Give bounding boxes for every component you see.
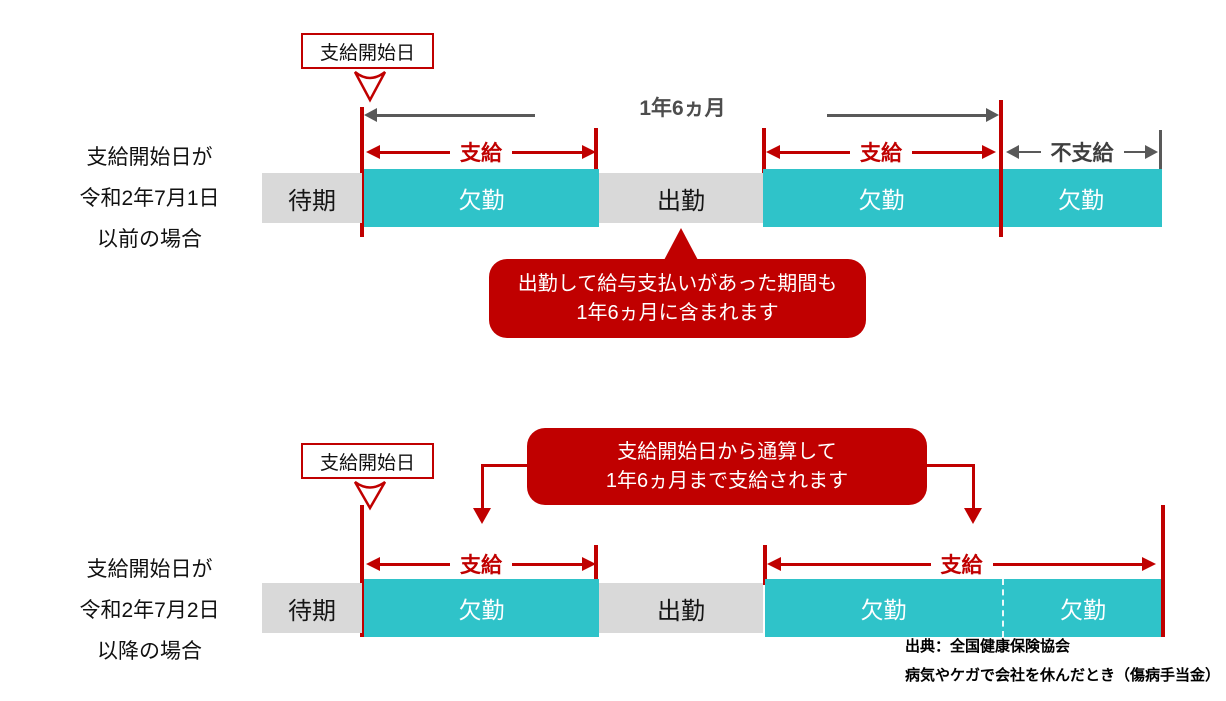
case1-duration-label: 1年6ヵ月 — [639, 97, 726, 120]
case1-duration-arrowhead-left-icon — [364, 108, 377, 122]
case1-pay1-end-tick — [594, 128, 598, 175]
case2-note-line1: 支給開始日から通算して — [617, 440, 837, 463]
case1-duration-arrowhead-right-icon — [986, 108, 999, 122]
case2-note-bubble: 支給開始日から通算して 1年6ヵ月まで支給されます — [527, 428, 927, 505]
case1-note-line2: 1年6ヵ月に含まれます — [576, 301, 779, 324]
case1-caption-line2: 令和2年7月1日 — [79, 187, 220, 210]
case1-start-line — [360, 107, 364, 237]
case2-connector-left-arrowhead-icon — [473, 508, 491, 524]
case1-segment-work: 出勤 — [599, 173, 763, 223]
case2-caption-line1: 支給開始日が — [86, 558, 213, 581]
source-line2: 病気やケガで会社を休んだとき（傷病手当金） — [905, 667, 1221, 684]
case1-caption-line1: 支給開始日が — [86, 146, 213, 169]
case1-limit-line — [999, 100, 1003, 237]
case2-pay2-start-tick — [763, 545, 767, 585]
case1-segment-absence-right: 欠勤 欠勤 — [763, 169, 1162, 227]
case2-segment-waiting: 待期 — [262, 583, 362, 633]
source-line1: 出典：全国健康保険協会 — [905, 638, 1071, 655]
case2-connector-left-h — [481, 464, 527, 467]
case1-pay1-label: 支給 — [460, 142, 502, 165]
arrowhead-right-icon — [1142, 557, 1156, 571]
case2-start-date-pointer-icon — [353, 480, 387, 511]
case1-duration-line-left — [376, 114, 535, 117]
case2-segment-work: 出勤 — [599, 583, 763, 633]
case2-pay1-end-tick — [594, 545, 598, 585]
case1-segment-absence1: 欠勤 — [364, 169, 599, 227]
case1-pay2-arrow: 支給 — [766, 139, 996, 165]
case2-pay1-label: 支給 — [460, 554, 502, 577]
arrowhead-right-icon — [982, 145, 996, 159]
case2-pay2-label: 支給 — [940, 554, 983, 577]
case2-connector-left-v — [481, 464, 484, 510]
case1-start-date-pointer-icon — [353, 70, 387, 103]
case2-segment-absence2: 欠勤 — [860, 597, 907, 623]
case2-caption-line3: 以降の場合 — [97, 640, 202, 663]
arrowhead-right-icon — [1145, 145, 1158, 159]
case1-note-line1: 出勤して給与支払いがあった期間も — [517, 272, 838, 295]
case1-nopay-arrow: 不支給 — [1006, 139, 1158, 165]
case1-pay2-start-tick — [762, 128, 766, 175]
case1-start-date-callout: 支給開始日 — [301, 33, 434, 69]
arrowhead-left-icon — [366, 145, 380, 159]
case2-segment-absence3: 欠勤 — [1002, 579, 1162, 637]
case1-pay1-arrow: 支給 — [366, 139, 596, 165]
arrowhead-right-icon — [582, 145, 596, 159]
case2-start-line — [360, 505, 364, 637]
case1-caption: 支給開始日が 令和2年7月1日 以前の場合 — [22, 137, 277, 260]
arrowhead-right-icon — [582, 557, 596, 571]
arrowhead-left-icon — [767, 557, 781, 571]
case2-start-date-callout: 支給開始日 — [301, 443, 434, 479]
arrowhead-left-icon — [366, 557, 380, 571]
arrowhead-left-icon — [766, 145, 780, 159]
case2-connector-right-arrowhead-icon — [964, 508, 982, 524]
case2-segment-absence-right: 欠勤 欠勤 — [765, 579, 1162, 637]
case2-pay1-arrow: 支給 — [366, 551, 596, 577]
case2-connector-right-v — [972, 464, 975, 510]
case2-note-line2: 1年6ヵ月まで支給されます — [605, 469, 849, 492]
case2-limit-line — [1161, 505, 1165, 637]
case2-connector-right-h — [927, 464, 975, 467]
case1-nopay-end-tick — [1159, 130, 1162, 174]
case1-segment-waiting: 待期 — [262, 173, 362, 223]
case2-segment-absence1: 欠勤 — [364, 579, 599, 637]
source-credit: 出典：全国健康保険協会 病気やケガで会社を休んだとき（傷病手当金） — [905, 639, 1220, 697]
case2-pay2-arrow: 支給 — [767, 551, 1156, 577]
case2-caption-line2: 令和2年7月2日 — [79, 599, 220, 622]
case1-segment-absence3: 欠勤 — [1058, 187, 1104, 213]
case2-caption: 支給開始日が 令和2年7月2日 以降の場合 — [22, 549, 277, 672]
case1-pay2-label: 支給 — [860, 142, 902, 165]
case1-note-bubble: 出勤して給与支払いがあった期間も 1年6ヵ月に含まれます — [489, 259, 866, 338]
case1-caption-line3: 以前の場合 — [97, 228, 202, 251]
arrowhead-left-icon — [1006, 145, 1019, 159]
case1-bubble-tail-icon — [663, 228, 699, 262]
case1-segment-absence2: 欠勤 — [858, 187, 905, 213]
case1-duration-line-right — [827, 114, 987, 117]
case1-nopay-label: 不支給 — [1050, 142, 1114, 165]
